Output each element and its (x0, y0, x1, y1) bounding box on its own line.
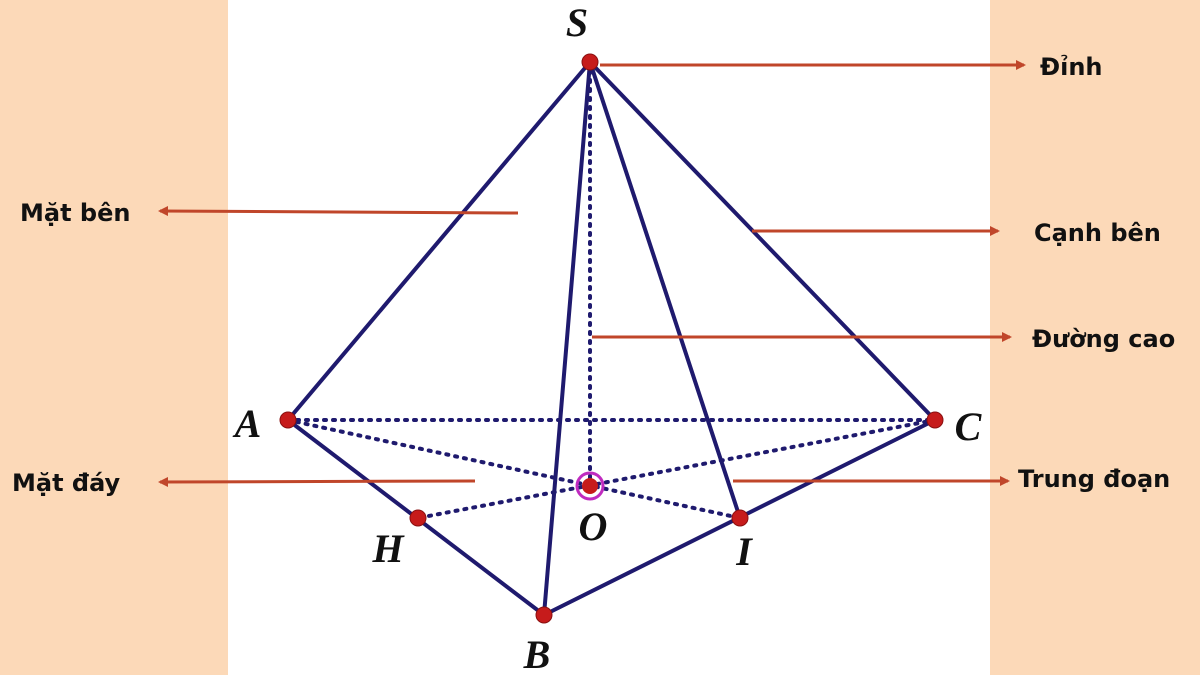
apothem-SI (588, 60, 742, 520)
label-O: O (579, 504, 608, 549)
edge-SC (588, 60, 937, 422)
label-base: Mặt đáy (12, 469, 121, 497)
vertex-A (279, 411, 297, 429)
label-height: Đường cao (1032, 325, 1175, 353)
vertex-C (926, 411, 944, 429)
vertex-O (582, 478, 598, 494)
label-apothem: Trung đoạn (1018, 465, 1170, 493)
median-CH-hidden (416, 418, 937, 520)
label-lateral-edge: Cạnh bên (1034, 219, 1161, 247)
arrow-base (158, 476, 476, 487)
vertex-H (409, 509, 427, 527)
vertex-S (581, 53, 599, 71)
vertex-B (535, 606, 553, 624)
label-lateral-face: Mặt bên (20, 199, 130, 227)
vertices (279, 53, 944, 624)
median-AI-hidden (286, 418, 742, 520)
edge-SB (542, 60, 592, 617)
vertex-I (731, 509, 749, 527)
centroid-ring (575, 471, 605, 501)
annotation-arrows (158, 60, 1026, 487)
arrow-lateral-face (158, 206, 519, 217)
hidden-lines (286, 60, 937, 520)
label-apex: Đỉnh (1040, 53, 1103, 81)
label-C: C (955, 404, 983, 449)
label-A: A (232, 401, 262, 446)
label-S: S (566, 0, 588, 45)
label-H: H (371, 526, 405, 571)
edge-SA (286, 60, 592, 422)
label-I: I (735, 529, 753, 574)
label-B: B (523, 632, 551, 675)
